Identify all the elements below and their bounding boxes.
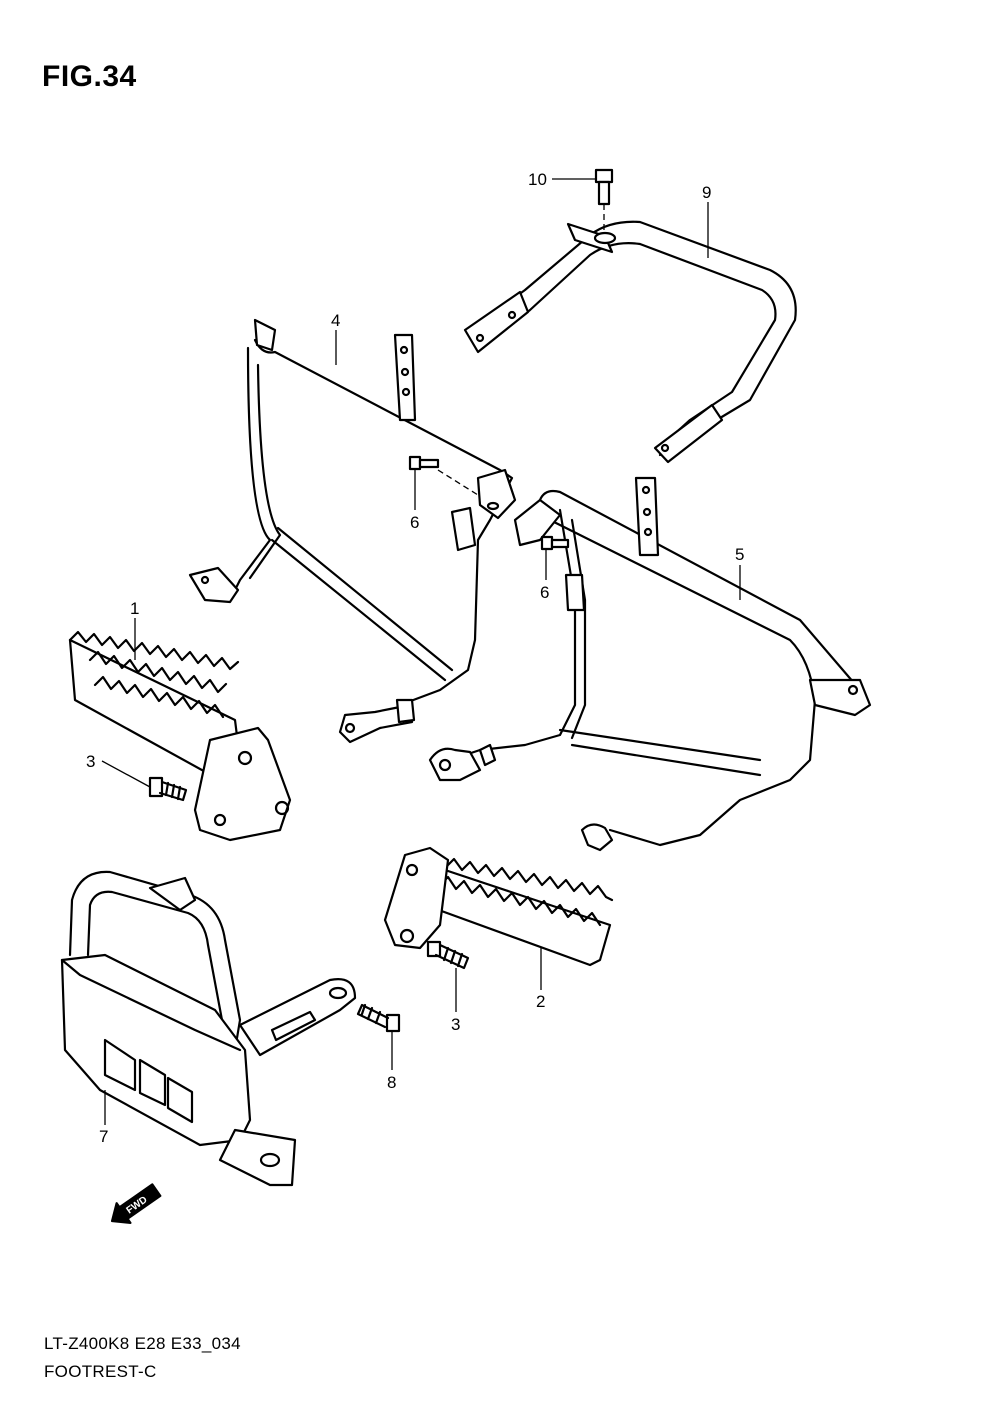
part-8-bolt: [356, 1003, 401, 1033]
callout-5: 5: [735, 545, 744, 564]
part-10-bolt: [594, 168, 614, 230]
callout-10: 10: [528, 170, 547, 189]
callout-4: 4: [331, 311, 340, 330]
leader-lines: [101, 178, 741, 1125]
part-9-rear-bar: [463, 220, 797, 464]
part-3-left-bolt: [148, 776, 188, 802]
callout-8: 8: [387, 1073, 396, 1092]
callout-3-left: 3: [86, 752, 95, 771]
part-6-right-bolt: [540, 535, 570, 551]
part-3-right-bolt: [426, 940, 470, 970]
part-7-front-bumper: [60, 870, 357, 1187]
part-4-left-frame: [188, 318, 517, 744]
part-1-left-footrest: [68, 630, 292, 842]
fwd-arrow-icon: FWD: [110, 1183, 162, 1224]
callout-7: 7: [99, 1127, 108, 1146]
callout-1: 1: [130, 599, 139, 618]
callout-6-right: 6: [540, 583, 549, 602]
callout-3-right: 3: [451, 1015, 460, 1034]
figure-title: FIG.34: [42, 60, 137, 93]
model-code: LT-Z400K8 E28 E33_034: [44, 1334, 241, 1353]
part-5-right-frame: [428, 476, 872, 852]
callout-6-left: 6: [410, 513, 419, 532]
section-name: FOOTREST-C: [44, 1362, 157, 1381]
callout-2: 2: [536, 992, 545, 1011]
part-2-right-footrest: [383, 846, 614, 967]
part-6-left-bolt: [408, 455, 479, 496]
callout-9: 9: [702, 183, 711, 202]
